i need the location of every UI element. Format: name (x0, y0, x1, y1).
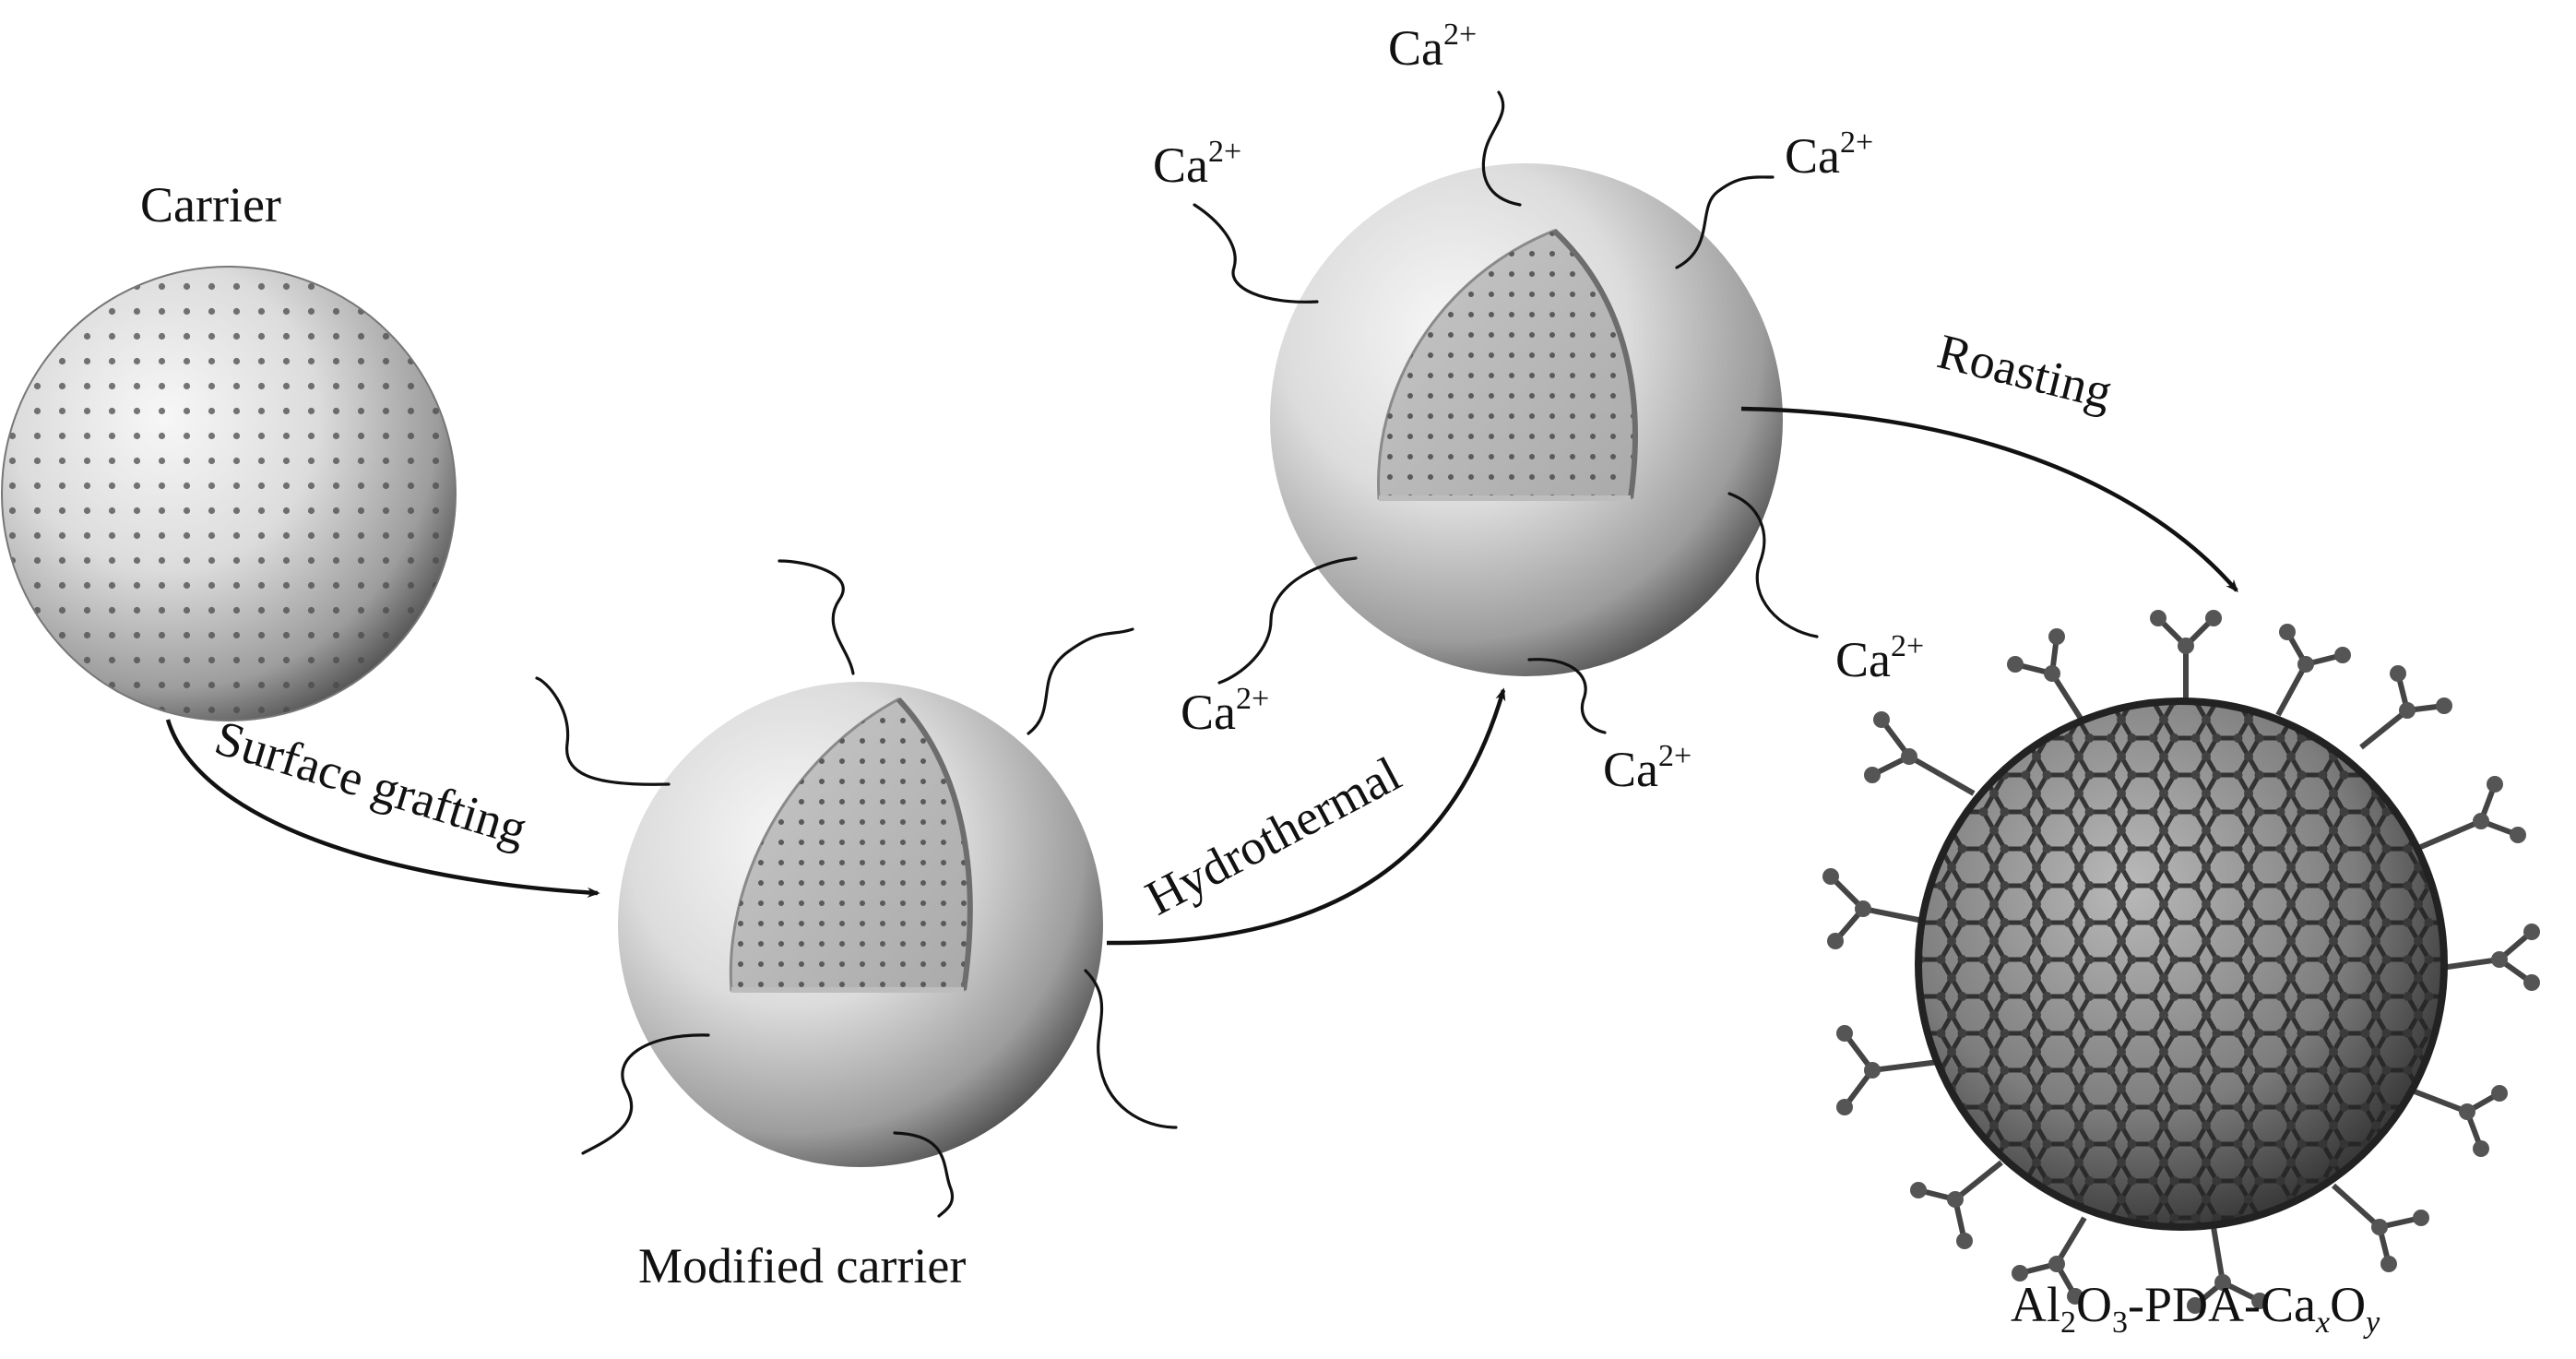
arrow-surface-grafting (165, 719, 600, 898)
grafted-chains (535, 559, 1178, 1218)
ion-chains (1193, 90, 1819, 734)
label-carrier: Carrier (140, 177, 281, 232)
ion-label: Ca2+ (1835, 629, 1924, 687)
label-roasting: Roasting (1932, 323, 2118, 420)
ion-loaded-sphere (1270, 163, 1783, 676)
arrow-roasting (1740, 406, 2238, 593)
ion-label: Ca2+ (1785, 125, 1873, 184)
label-modified-carrier: Modified carrier (638, 1238, 966, 1293)
arrow-hydrothermal (1106, 687, 1506, 946)
modified-carrier-sphere (618, 682, 1103, 1167)
label-hydrothermal: Hydrothermal (1136, 745, 1409, 925)
process-arrows (165, 406, 2238, 946)
ligand-atoms (1822, 610, 2540, 1314)
carrier-sphere (1, 266, 457, 721)
ion-label: Ca2+ (1388, 18, 1477, 76)
ion-label: Ca2+ (1153, 135, 1241, 193)
label-product-formula: Al2O3-PDA-CaxOy (2011, 1277, 2380, 1340)
product-sphere (1822, 610, 2540, 1314)
label-surface-grafting: Surface grafting (208, 709, 533, 857)
ion-label: Ca2+ (1181, 682, 1269, 740)
ion-label: Ca2+ (1603, 739, 1692, 797)
